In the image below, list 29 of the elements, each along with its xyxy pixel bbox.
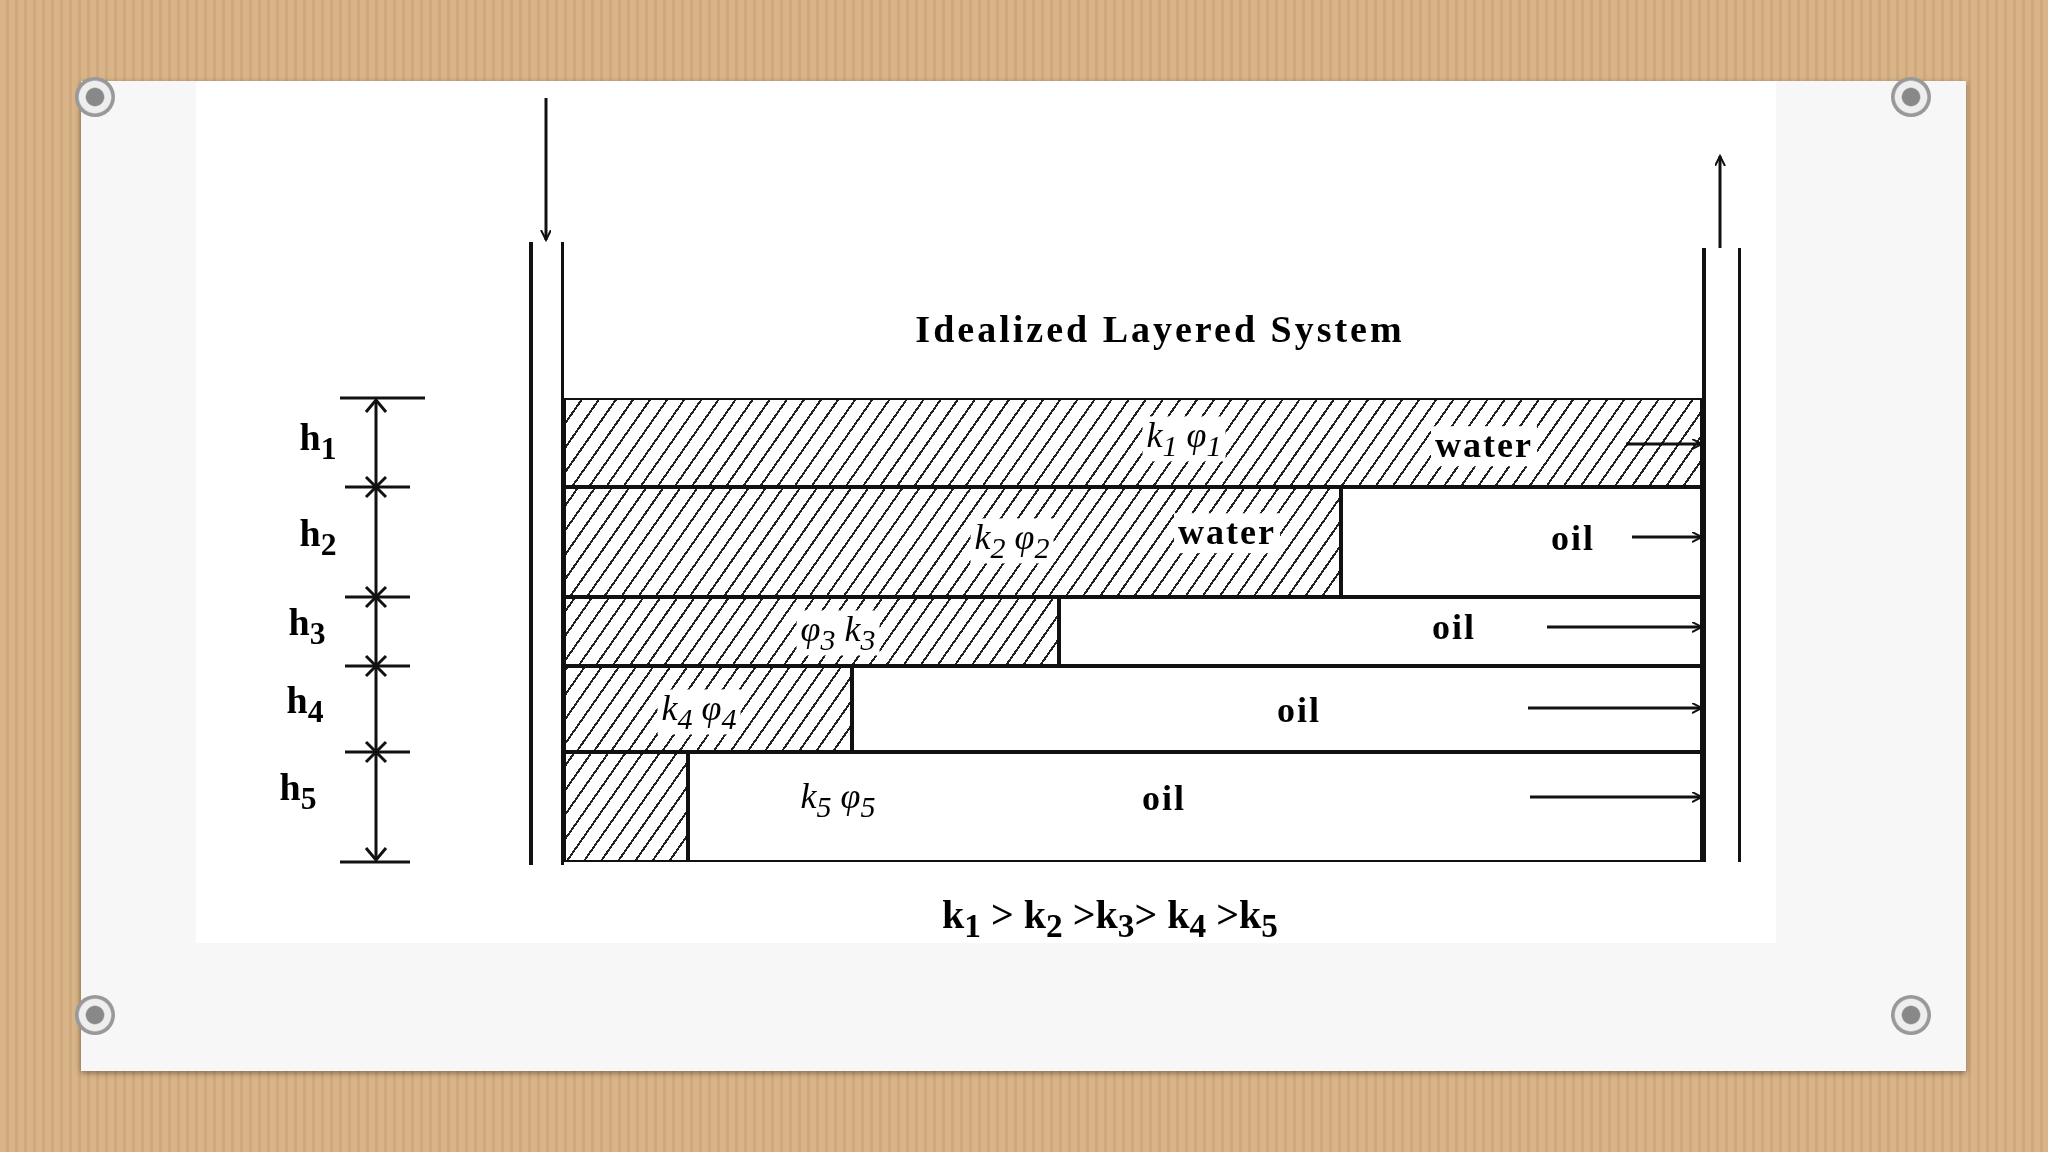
hatched-layer: [564, 398, 1702, 487]
flow-arrow: [1547, 621, 1703, 633]
hatched-layer: [564, 597, 1059, 666]
layer-band: [852, 666, 1702, 752]
dimension-label: h$_{3}$: [288, 600, 326, 652]
flow-arrow: [1528, 702, 1703, 714]
dimension-label: h$_{1}$: [299, 415, 337, 467]
formula-text: k$_{1}$ > k$_{2}$ >k$_{3}$> k$_{4}$ >k$_{5}$: [942, 891, 1278, 945]
dimension-label: h$_{5}$: [279, 765, 317, 817]
parameter-label: k$_{1}$ φ$_{1}$: [1142, 416, 1226, 462]
diagram-title: Idealized Layered System: [915, 307, 1405, 351]
dimension-label: h$_{4}$: [286, 678, 324, 730]
well-flow-arrow: [1714, 155, 1726, 248]
fluid-label: water: [1174, 513, 1280, 553]
layer-band: [1341, 487, 1702, 597]
layer-band: [1059, 597, 1702, 666]
dimension-label: h$_{2}$: [299, 511, 337, 563]
hatched-layer: [564, 666, 852, 752]
hatched-layer: [564, 487, 1341, 597]
parameter-label: φ$_{3}$ k$_{3}$: [796, 610, 880, 656]
layer-band: [688, 752, 1702, 862]
flow-arrow: [1626, 438, 1703, 450]
parameter-label: k$_{2}$ φ$_{2}$: [970, 518, 1054, 564]
flow-arrow: [1530, 791, 1703, 803]
hatched-layer: [564, 752, 688, 862]
parameter-label: k$_{4}$ φ$_{4}$: [657, 689, 741, 735]
flow-arrow: [1632, 531, 1703, 543]
fluid-label: water: [1431, 426, 1537, 466]
well-flow-arrow: [540, 98, 552, 241]
